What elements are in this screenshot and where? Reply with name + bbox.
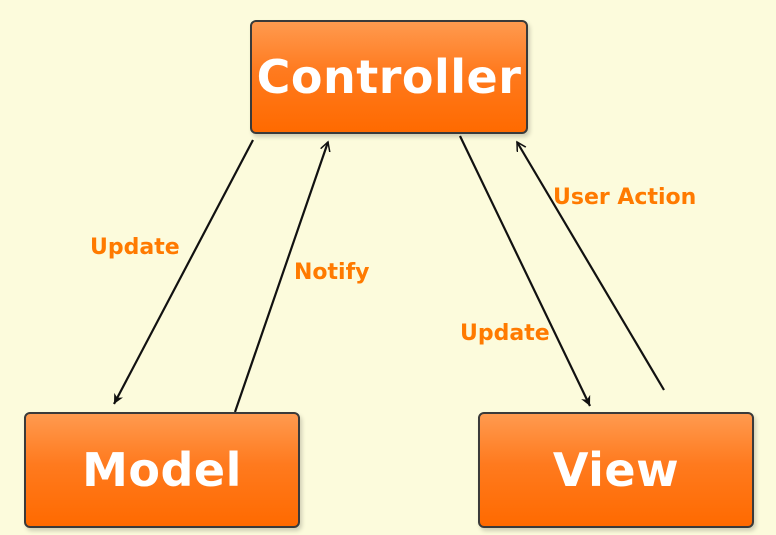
view-node: View <box>478 412 754 528</box>
model-label: Model <box>82 443 242 497</box>
arrow-controller-to-view <box>459 135 591 407</box>
edge-label-update-view: Update <box>460 321 550 346</box>
arrow-view-to-controller <box>516 142 665 391</box>
arrow-controller-to-model <box>113 139 254 405</box>
edge-label-user-action: User Action <box>553 185 697 210</box>
arrow-model-to-controller <box>233 142 328 413</box>
controller-label: Controller <box>256 50 522 104</box>
view-label: View <box>552 443 680 497</box>
controller-node: Controller <box>250 20 528 134</box>
model-node: Model <box>24 412 300 528</box>
edge-label-update-model: Update <box>90 235 180 260</box>
edge-label-notify: Notify <box>294 260 370 285</box>
